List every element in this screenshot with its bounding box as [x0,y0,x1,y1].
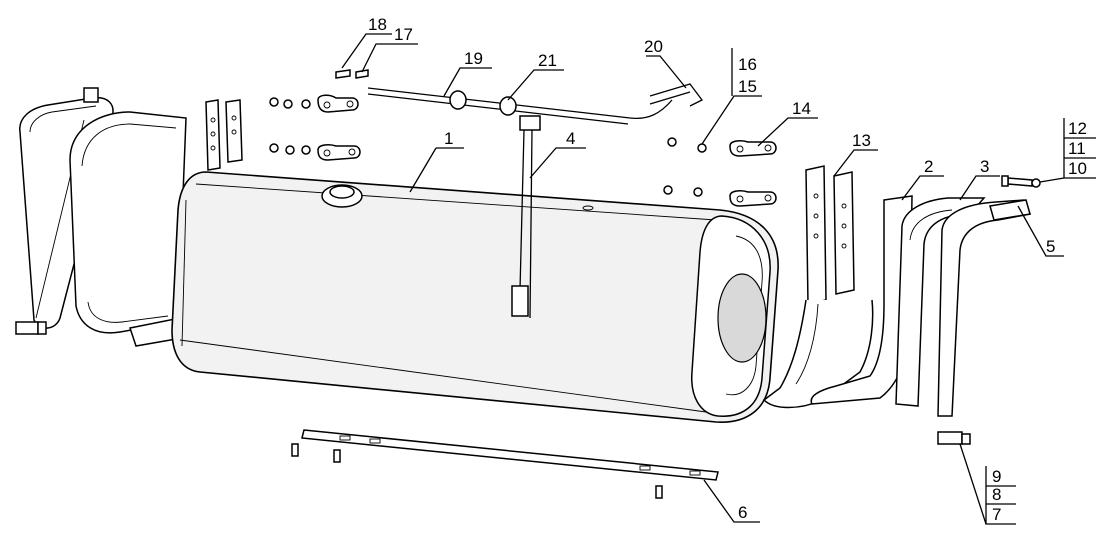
label-21: 21 [538,51,557,70]
label-12: 12 [1068,119,1087,138]
label-4: 4 [566,129,575,148]
right-bolt [1001,175,1041,188]
label-19: 19 [464,49,483,68]
right-strap [937,199,1032,445]
leader-lines [341,33,1096,525]
vent-tube [367,87,673,125]
right-mount-brackets [805,165,855,305]
top-screws [335,69,369,79]
label-16: 16 [738,55,757,74]
label-13: 13 [852,131,871,150]
left-fasteners [269,94,361,161]
label-17: 17 [394,25,413,44]
label-1: 1 [444,129,453,148]
label-11: 11 [1068,139,1086,158]
label-14: 14 [792,99,811,118]
bottom-strip [291,429,719,499]
fuel-level-sender [511,115,541,319]
fuel-tank [171,171,779,423]
label-8: 8 [992,485,1001,504]
label-9: 9 [992,467,1001,486]
right-fasteners [663,137,777,207]
label-6: 6 [738,503,747,522]
label-20: 20 [644,37,663,56]
label-3: 3 [980,157,989,176]
label-15: 15 [738,77,757,96]
label-2: 2 [924,157,933,176]
part-labels: 18 17 19 21 20 16 15 14 13 1 4 2 3 12 11… [368,15,1087,524]
label-18: 18 [368,15,387,34]
left-cradle [69,111,187,347]
label-7: 7 [992,505,1001,524]
label-10: 10 [1068,159,1087,178]
right-cradle [762,299,874,409]
left-mount-brackets [205,99,243,171]
hook-rod [649,83,703,107]
label-5: 5 [1046,237,1055,256]
